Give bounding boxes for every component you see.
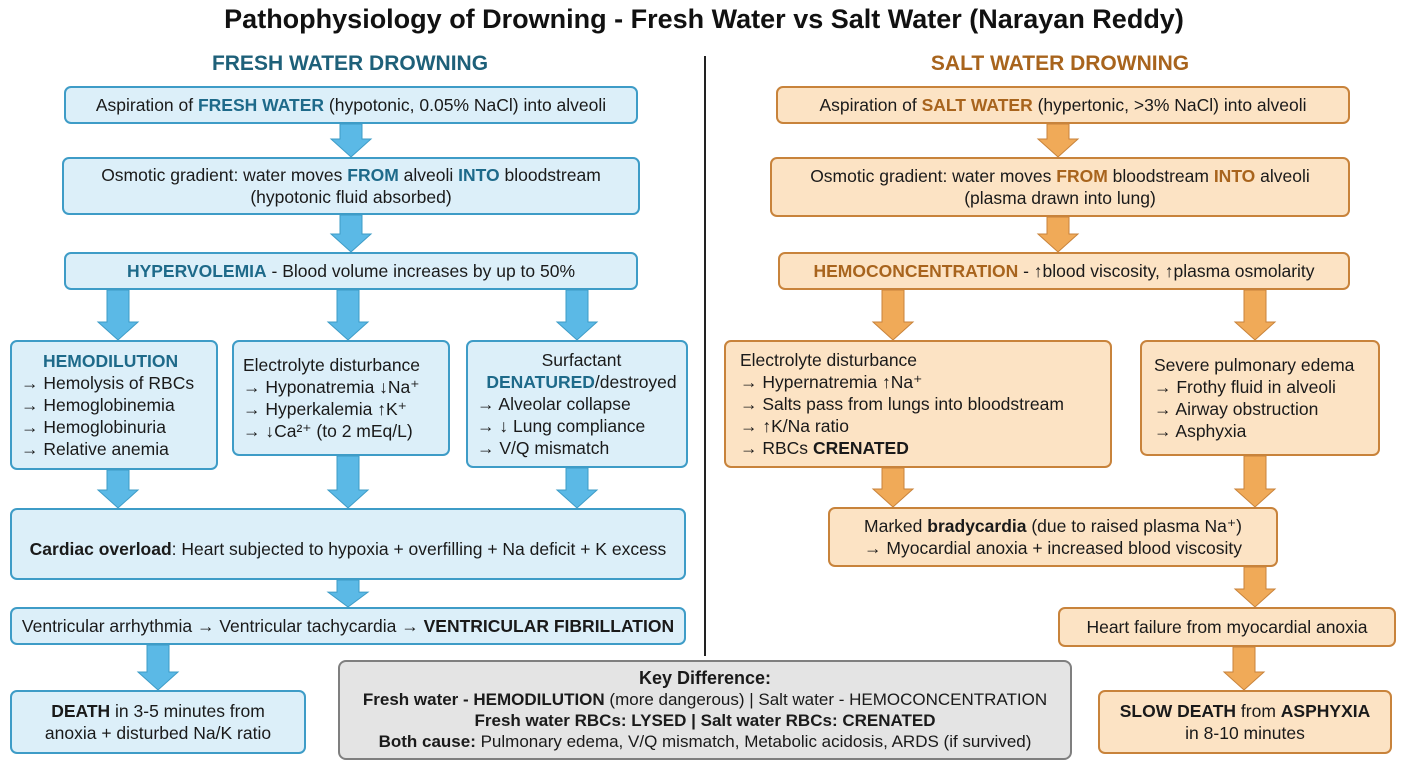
key-difference-box: Key Difference: Fresh water - HEMODILUTI… <box>338 660 1072 760</box>
salt-arrow-3b <box>1233 289 1277 341</box>
salt-aspiration-box: Aspiration of SALT WATER (hypertonic, >3… <box>776 86 1350 124</box>
fresh-cardiac-box: Cardiac overload: Heart subjected to hyp… <box>10 508 686 580</box>
key-line-3: Both cause: Pulmonary edema, V/Q mismatc… <box>378 732 1032 751</box>
fresh-arrow-2 <box>329 214 373 253</box>
salt-arrow-2 <box>1036 216 1080 253</box>
salt-arrow-1 <box>1036 123 1080 158</box>
key-line-2: Fresh water RBCs: LYSED | Salt water RBC… <box>474 711 936 730</box>
salt-arrow-4b <box>1233 455 1277 508</box>
fresh-hypervolemia-box: HYPERVOLEMIA - Blood volume increases by… <box>64 252 638 290</box>
salt-bradycardia-box: Marked bradycardia (due to raised plasma… <box>828 507 1278 567</box>
fresh-arrow-3b <box>326 289 370 341</box>
fresh-electrolyte-box: Electrolyte disturbance → Hyponatremia ↓… <box>232 340 450 456</box>
salt-death-box: SLOW DEATH from ASPHYXIA in 8-10 minutes <box>1098 690 1392 754</box>
fresh-hemodilution-box: HEMODILUTION → Hemolysis of RBCs → Hemog… <box>10 340 218 470</box>
fresh-arrow-1 <box>329 123 373 158</box>
salt-electrolyte-box: Electrolyte disturbance → Hypernatremia … <box>724 340 1112 468</box>
fresh-death-box: DEATH in 3-5 minutes from anoxia + distu… <box>10 690 306 754</box>
fresh-arrow-6 <box>136 644 180 691</box>
fresh-aspiration-box: Aspiration of FRESH WATER (hypotonic, 0.… <box>64 86 638 124</box>
fresh-water-heading: FRESH WATER DROWNING <box>211 52 489 75</box>
salt-heart-failure-box: Heart failure from myocardial anoxia <box>1058 607 1396 647</box>
fresh-arrow-3a <box>96 289 140 341</box>
column-divider <box>704 56 706 656</box>
fresh-surfactant-box: Surfactant DENATURED/destroyed → Alveola… <box>466 340 688 468</box>
salt-edema-box: Severe pulmonary edema → Frothy fluid in… <box>1140 340 1380 456</box>
fresh-arrow-4c <box>555 467 599 509</box>
salt-arrow-5 <box>1233 566 1277 608</box>
salt-arrow-6 <box>1222 646 1266 691</box>
salt-arrow-4a <box>871 467 915 508</box>
salt-water-heading: SALT WATER DROWNING <box>930 52 1190 75</box>
key-line-1: Fresh water - HEMODILUTION (more dangero… <box>362 690 1048 709</box>
fresh-arrow-4a <box>96 469 140 509</box>
fresh-arrow-5 <box>326 579 370 608</box>
key-difference-title: Key Difference: <box>638 668 772 688</box>
fresh-arrow-4b <box>326 455 370 509</box>
salt-osmotic-box: Osmotic gradient: water moves FROM blood… <box>770 157 1350 217</box>
salt-hemoconcentration-box: HEMOCONCENTRATION - ↑blood viscosity, ↑p… <box>778 252 1350 290</box>
fresh-arrow-3c <box>555 289 599 341</box>
fresh-arrhythmia-box: Ventricular arrhythmia → Ventricular tac… <box>10 607 686 645</box>
salt-arrow-3a <box>871 289 915 341</box>
fresh-osmotic-box: Osmotic gradient: water moves FROM alveo… <box>62 157 640 215</box>
page-title: Pathophysiology of Drowning - Fresh Wate… <box>224 4 1184 34</box>
